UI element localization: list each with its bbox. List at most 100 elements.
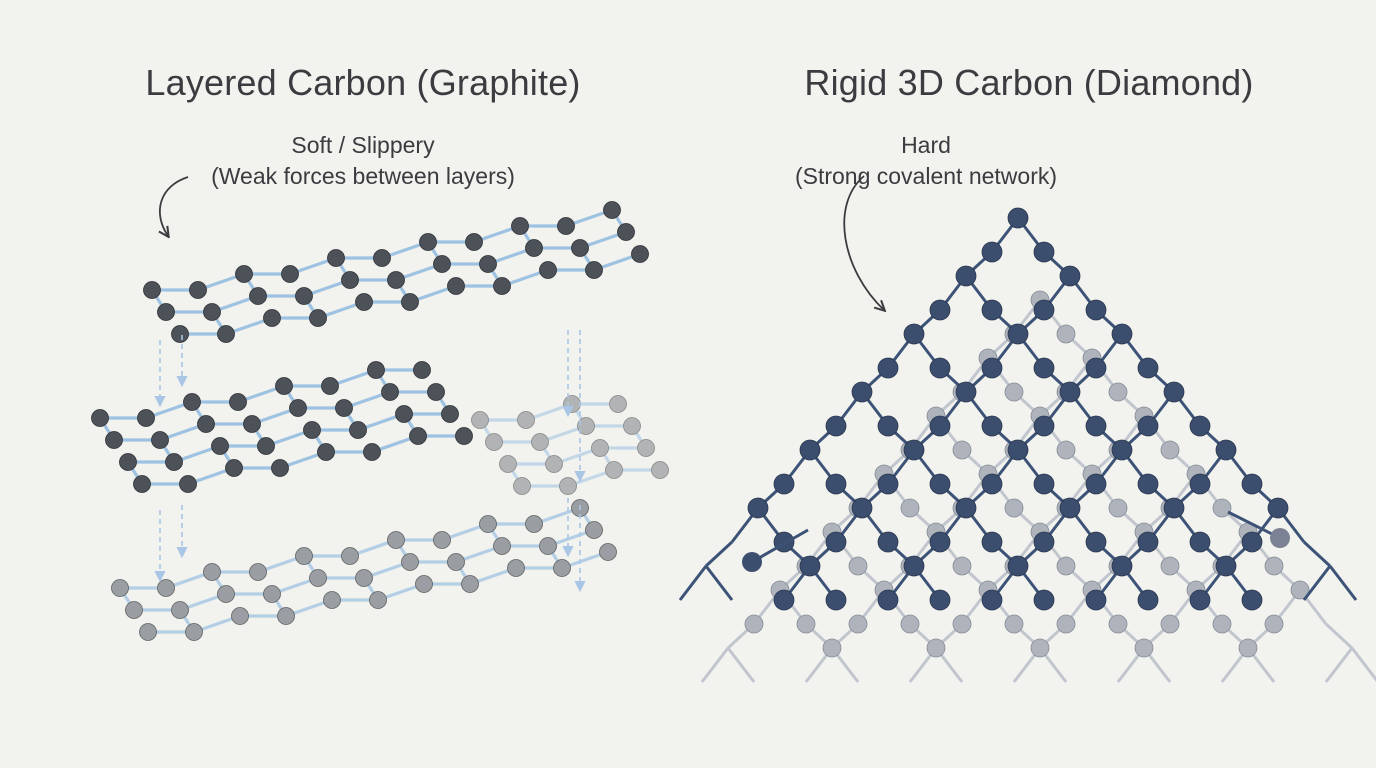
carbon-atom: [1108, 498, 1128, 518]
carbon-atom: [197, 415, 215, 433]
carbon-atom: [1134, 638, 1154, 658]
carbon-atom: [825, 531, 847, 553]
carbon-atom: [929, 473, 951, 495]
carbon-atom: [877, 415, 899, 437]
carbon-atom: [341, 547, 359, 565]
carbon-atom: [465, 233, 483, 251]
carbon-atom: [796, 614, 816, 634]
carbon-atom: [355, 569, 373, 587]
carbon-atom: [747, 497, 769, 519]
carbon-atom: [1033, 415, 1055, 437]
carbon-atom: [419, 233, 437, 251]
carbon-atom: [851, 497, 873, 519]
carbon-atom: [189, 281, 207, 299]
carbon-atom: [119, 453, 137, 471]
carbon-atom: [369, 591, 387, 609]
carbon-atom: [281, 265, 299, 283]
carbon-atom: [981, 589, 1003, 611]
carbon-atom: [848, 556, 868, 576]
carbon-atom: [517, 411, 535, 429]
carbon-atom: [401, 293, 419, 311]
carbon-atom: [609, 395, 627, 413]
carbon-atom: [929, 531, 951, 553]
graphite-layer-bottom: [111, 499, 617, 641]
carbon-atom: [825, 415, 847, 437]
carbon-atom: [822, 638, 842, 658]
carbon-atom: [183, 393, 201, 411]
carbon-atom: [1111, 323, 1133, 345]
carbon-atom: [631, 245, 649, 263]
carbon-atom: [900, 614, 920, 634]
carbon-atom: [235, 265, 253, 283]
diamond-back-layer: [700, 290, 1376, 683]
carbon-atom: [1267, 497, 1289, 519]
carbon-atom: [531, 433, 549, 451]
carbon-atom: [799, 439, 821, 461]
carbon-atom: [825, 589, 847, 611]
carbon-atom: [1111, 439, 1133, 461]
carbon-atom: [225, 459, 243, 477]
covalent-bond: [1328, 565, 1358, 601]
carbon-atom: [1137, 415, 1159, 437]
carbon-atom: [1163, 381, 1185, 403]
carbon-atom: [877, 473, 899, 495]
carbon-atom: [877, 531, 899, 553]
carbon-atom: [1264, 556, 1284, 576]
carbon-atom: [111, 579, 129, 597]
graphite-layer-middle-faded: [471, 395, 669, 495]
carbon-atom: [461, 575, 479, 593]
carbon-atom: [1160, 556, 1180, 576]
covalent-bond: [678, 565, 708, 601]
carbon-atom: [415, 575, 433, 593]
carbon-atom: [1056, 324, 1076, 344]
carbon-atom: [479, 515, 497, 533]
carbon-atom: [617, 223, 635, 241]
carbon-atom: [1033, 531, 1055, 553]
carbon-atom: [637, 439, 655, 457]
carbon-atom: [1264, 614, 1284, 634]
carbon-atom: [229, 393, 247, 411]
carbon-atom: [981, 473, 1003, 495]
carbon-atom: [447, 277, 465, 295]
carbon-atom: [277, 607, 295, 625]
carbon-atom: [585, 261, 603, 279]
carbon-atom: [507, 559, 525, 577]
carbon-atom: [249, 563, 267, 581]
carbon-atom: [799, 555, 821, 577]
carbon-atom: [309, 569, 327, 587]
carbon-atom: [1059, 497, 1081, 519]
carbon-atom: [1033, 241, 1055, 263]
carbon-atom: [1290, 580, 1310, 600]
carbon-atom: [585, 521, 603, 539]
carbon-atom: [1085, 473, 1107, 495]
carbon-atom: [91, 409, 109, 427]
carbon-atom: [1085, 415, 1107, 437]
carbon-atom: [742, 552, 762, 572]
covalent-bond: [1302, 565, 1332, 601]
carbon-atom: [1163, 497, 1185, 519]
carbon-atom: [851, 381, 873, 403]
carbon-atom: [401, 553, 419, 571]
carbon-atom: [1085, 299, 1107, 321]
carbon-atom: [341, 271, 359, 289]
carbon-atom: [409, 427, 427, 445]
carbon-atom: [511, 217, 529, 235]
carbon-atom: [105, 431, 123, 449]
carbon-atom: [137, 409, 155, 427]
carbon-atom: [125, 601, 143, 619]
covalent-bond: [700, 647, 730, 683]
carbon-atom: [441, 405, 459, 423]
graphite-structure: [91, 201, 669, 641]
carbon-atom: [485, 433, 503, 451]
carbon-atom: [303, 421, 321, 439]
carbon-atom: [165, 453, 183, 471]
carbon-atom: [952, 556, 972, 576]
carbon-atom: [571, 239, 589, 257]
carbon-atom: [1137, 473, 1159, 495]
graphite-panel: Layered Carbon (Graphite) Soft / Slipper…: [145, 62, 580, 189]
carbon-atom: [1160, 614, 1180, 634]
carbon-atom: [493, 537, 511, 555]
carbon-atom: [1085, 589, 1107, 611]
diamond-structure: [678, 207, 1376, 683]
carbon-atom: [1189, 589, 1211, 611]
